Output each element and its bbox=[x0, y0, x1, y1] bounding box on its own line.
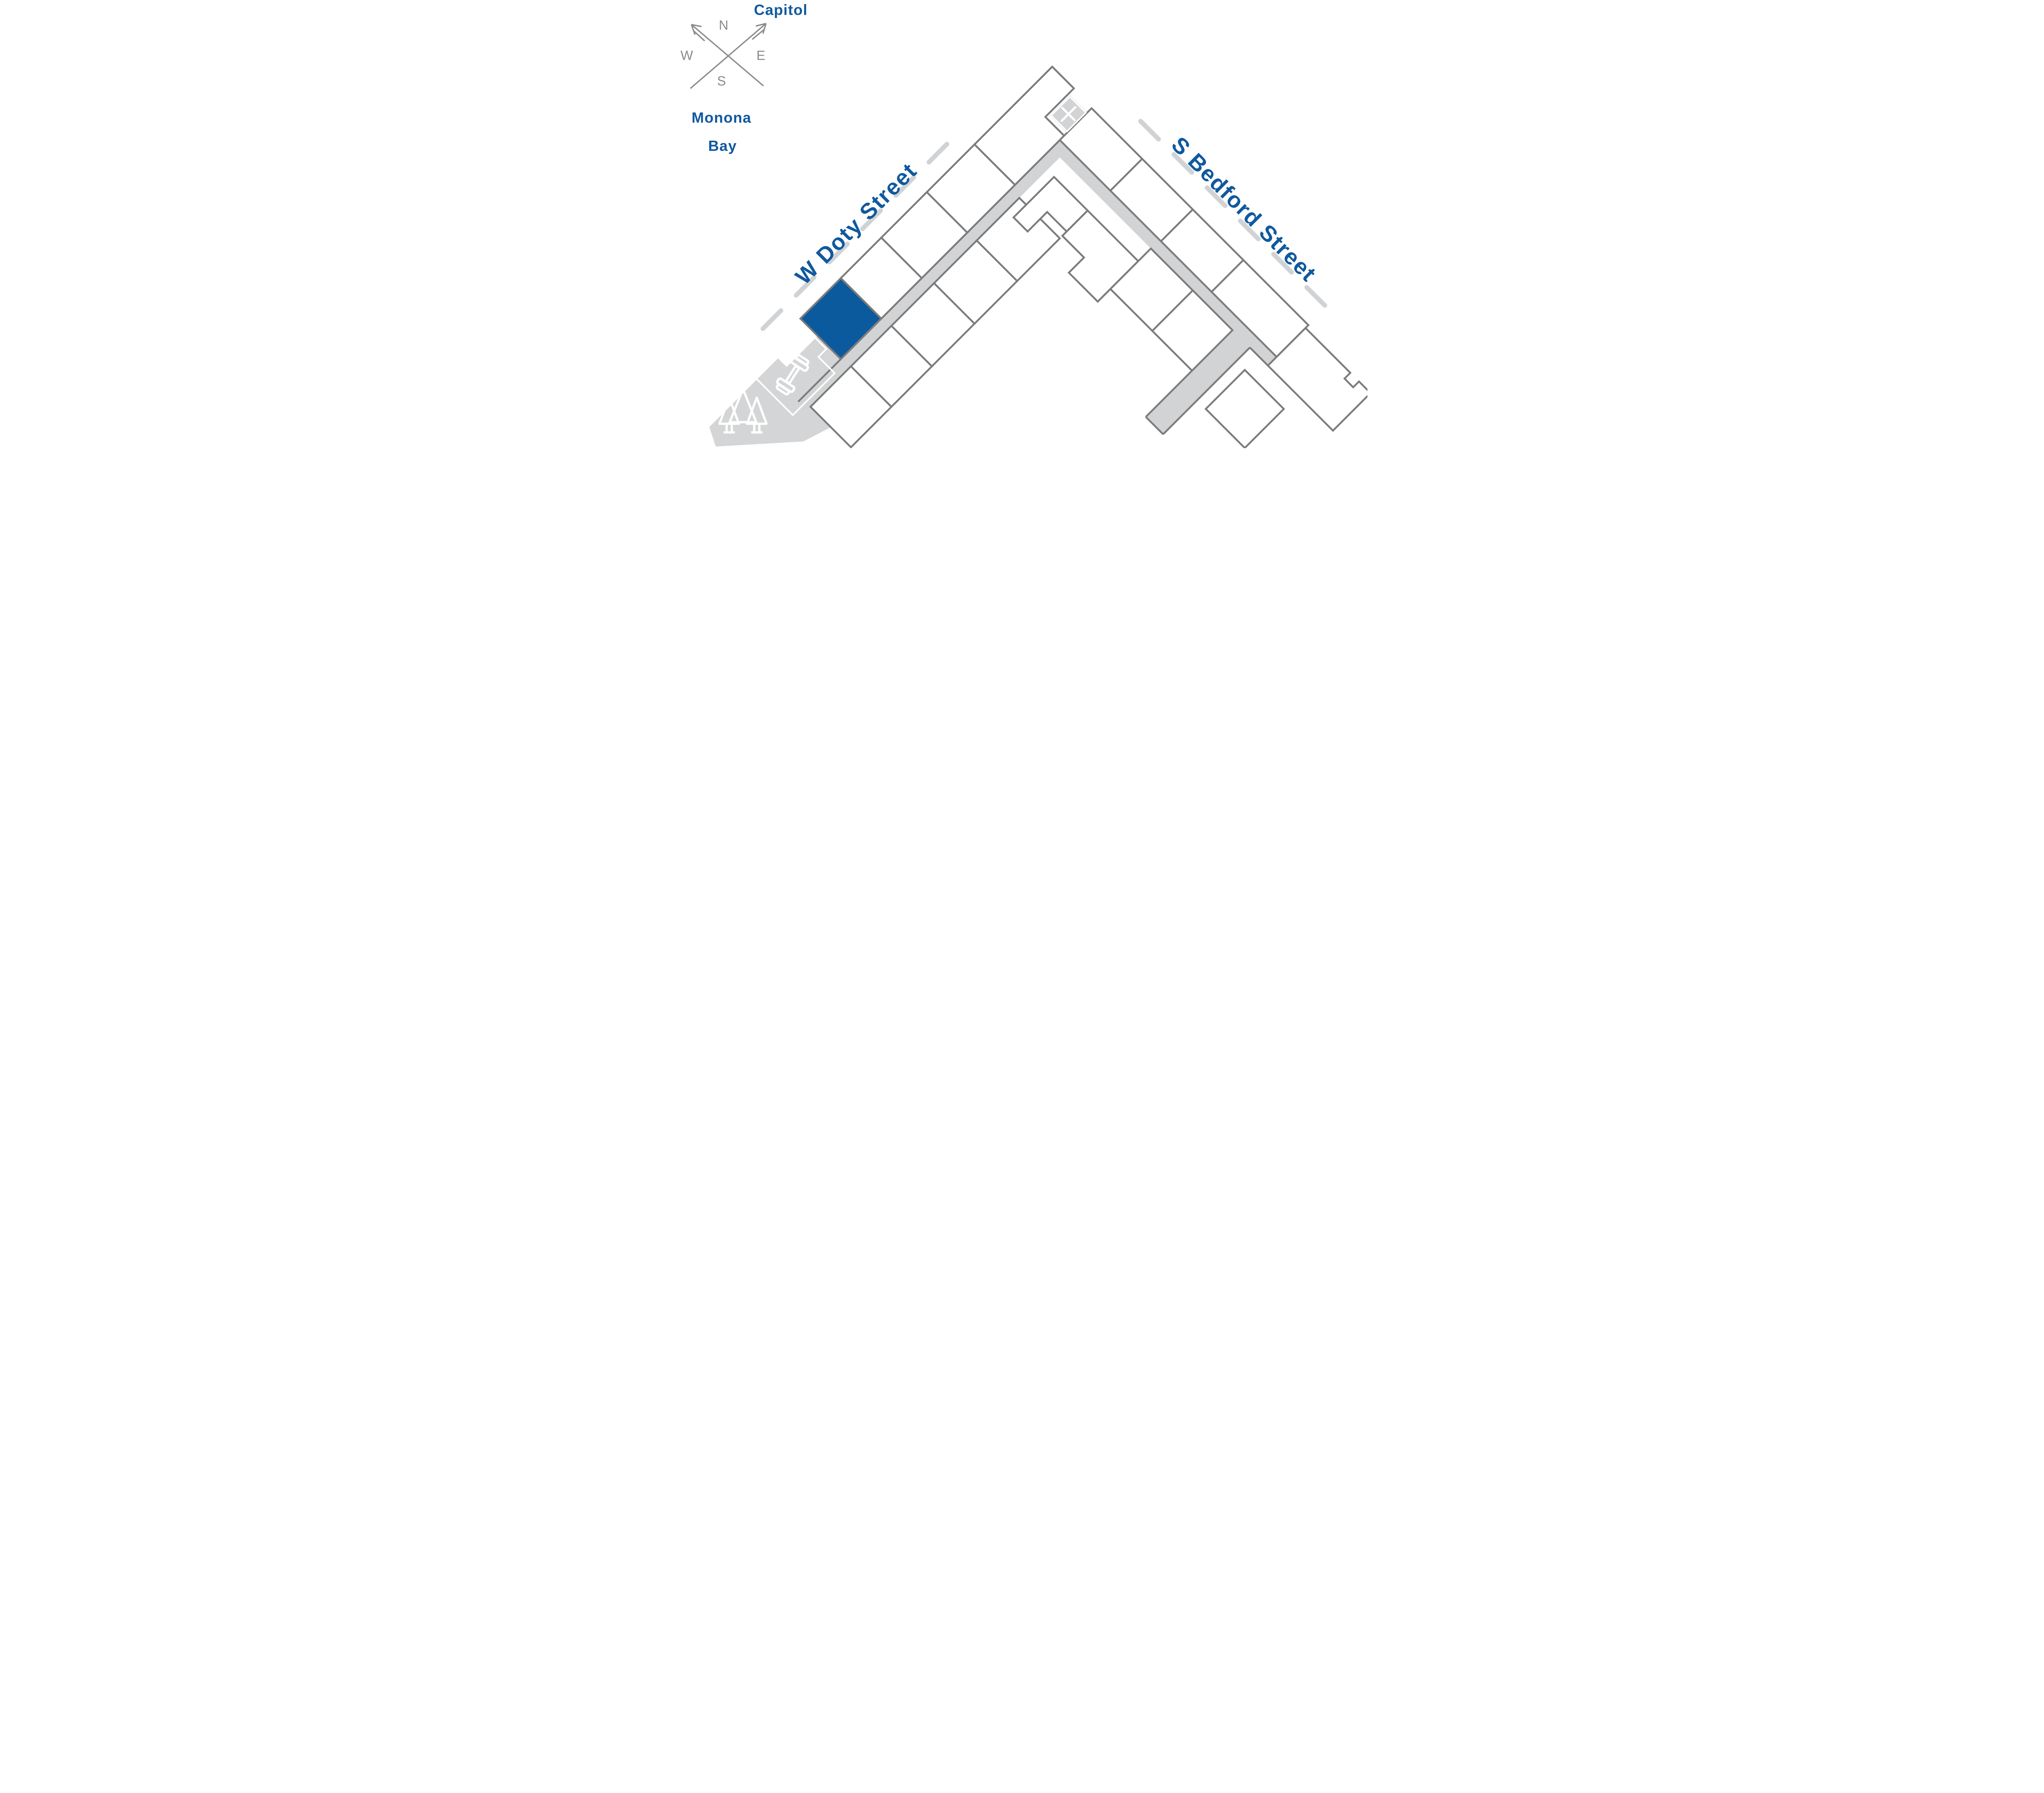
compass-n: N bbox=[719, 18, 728, 33]
monona-bay-label-line1: Monona bbox=[692, 109, 751, 126]
unit-bedford-inner-end bbox=[1204, 368, 1285, 449]
dumbbell-icon bbox=[775, 354, 809, 395]
unit-bedford-inner-3 bbox=[1151, 289, 1234, 372]
corridor-bedford bbox=[1060, 148, 1277, 435]
fitness-area-outline bbox=[749, 330, 836, 417]
capitol-label: Capitol bbox=[754, 1, 808, 18]
unit-apex bbox=[973, 65, 1076, 186]
compass-w: W bbox=[681, 48, 693, 63]
trees-icon bbox=[718, 388, 768, 434]
monona-bay-label-line2: Bay bbox=[708, 137, 737, 154]
compass-e: E bbox=[756, 48, 765, 63]
site-plan-canvas: W Doty Street S Bedford Street N W E S C… bbox=[681, 1, 1367, 449]
site-plan: W Doty Street S Bedford Street N W E S C… bbox=[677, 0, 1367, 449]
compass: N W E S bbox=[681, 18, 767, 89]
compass-s: S bbox=[717, 74, 726, 88]
corridor-doty bbox=[798, 140, 1069, 411]
building bbox=[709, 65, 1367, 449]
stair-x-icon bbox=[1060, 106, 1077, 122]
unit-bedford-end-large bbox=[1266, 326, 1367, 432]
compass-arrows-icon bbox=[690, 22, 767, 89]
